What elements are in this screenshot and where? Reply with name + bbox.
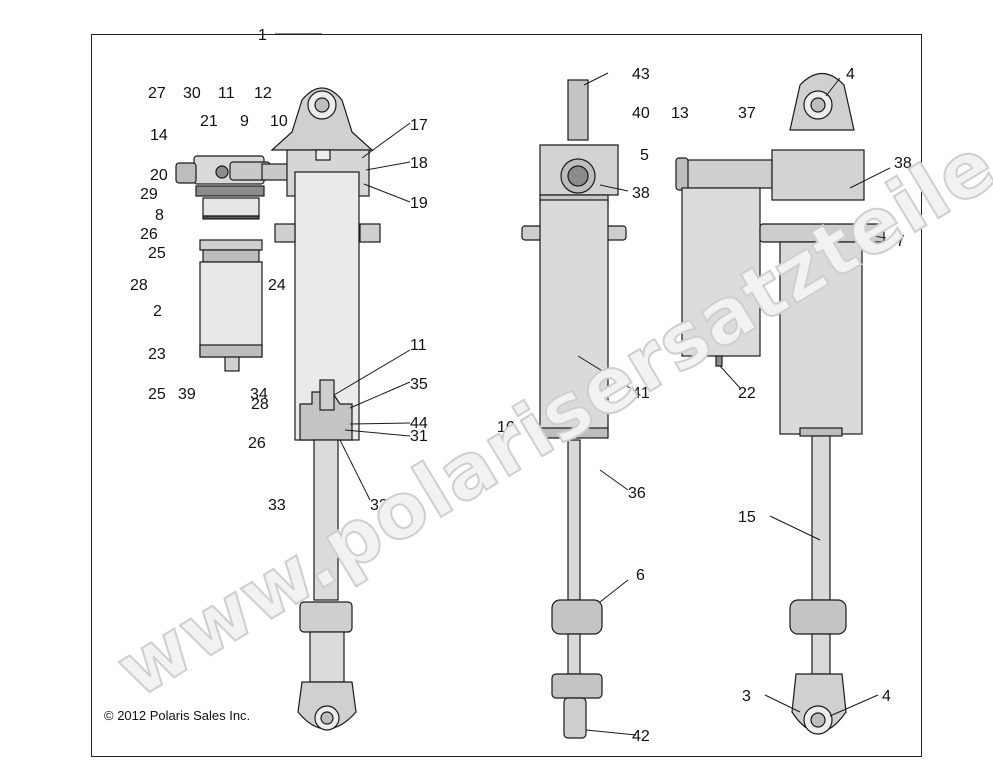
callout: 28: [251, 396, 269, 413]
callout: 37: [738, 105, 756, 122]
callout: 27: [148, 85, 166, 102]
leader-lines: [275, 33, 891, 736]
shock-assembly-with-reservoir: [675, 72, 885, 735]
callout: 25: [148, 245, 166, 262]
callout: 44: [410, 415, 428, 432]
callout: 34: [250, 386, 268, 403]
callout: 10: [270, 113, 288, 130]
callout: 4: [882, 688, 891, 705]
callout: 11: [218, 85, 235, 102]
shock-cutaway: [270, 87, 381, 731]
callout: 19: [410, 195, 428, 212]
callout: 17: [410, 117, 428, 134]
callout: 42: [632, 728, 650, 745]
callout: 28: [130, 277, 148, 294]
callout: 39: [178, 386, 196, 403]
callout: 1: [258, 27, 267, 44]
callout: 24: [268, 277, 286, 294]
callout: 33: [268, 497, 286, 514]
callout: 8: [155, 207, 164, 224]
callout: 7: [896, 233, 905, 250]
callout: 2: [153, 303, 162, 320]
callout: 20: [150, 167, 168, 184]
callout: 9: [240, 113, 249, 130]
callout: 14: [150, 127, 168, 144]
callout: 13: [671, 105, 689, 122]
callout: 31: [410, 428, 428, 445]
callout: 22: [738, 385, 756, 402]
callout: 5: [640, 147, 649, 164]
callout: 3: [742, 688, 751, 705]
callout: 21: [200, 113, 218, 130]
callout: 32: [370, 497, 388, 514]
reservoir-exploded: [175, 155, 293, 372]
callout: 26: [140, 226, 158, 243]
callout: 30: [183, 85, 201, 102]
callout: 11: [410, 337, 427, 354]
callout: 38: [894, 155, 912, 172]
callout: 4: [846, 66, 855, 83]
callout: 40: [632, 105, 650, 122]
callout: 15: [738, 509, 756, 526]
callout: 6: [636, 567, 645, 584]
shock-assembly-side: [521, 79, 627, 739]
callout: 35: [410, 376, 428, 393]
callout: 18: [410, 155, 428, 172]
callout: 23: [148, 346, 166, 363]
callout: 41: [632, 385, 650, 402]
callout: 43: [632, 66, 650, 83]
callout: 12: [254, 85, 272, 102]
callout: 36: [628, 485, 646, 502]
callout: 16: [497, 419, 515, 436]
callout: 26: [248, 435, 266, 452]
callout: 25: [148, 386, 166, 403]
diagram-border: [91, 34, 922, 757]
callout: 29: [140, 186, 158, 203]
copyright-text: © 2012 Polaris Sales Inc.: [104, 708, 251, 723]
callout: 38: [632, 185, 650, 202]
callout-labels: 1 2 3 4 4 5 6 7 8 9 10 11 11 12 13 14 15…: [130, 27, 912, 745]
